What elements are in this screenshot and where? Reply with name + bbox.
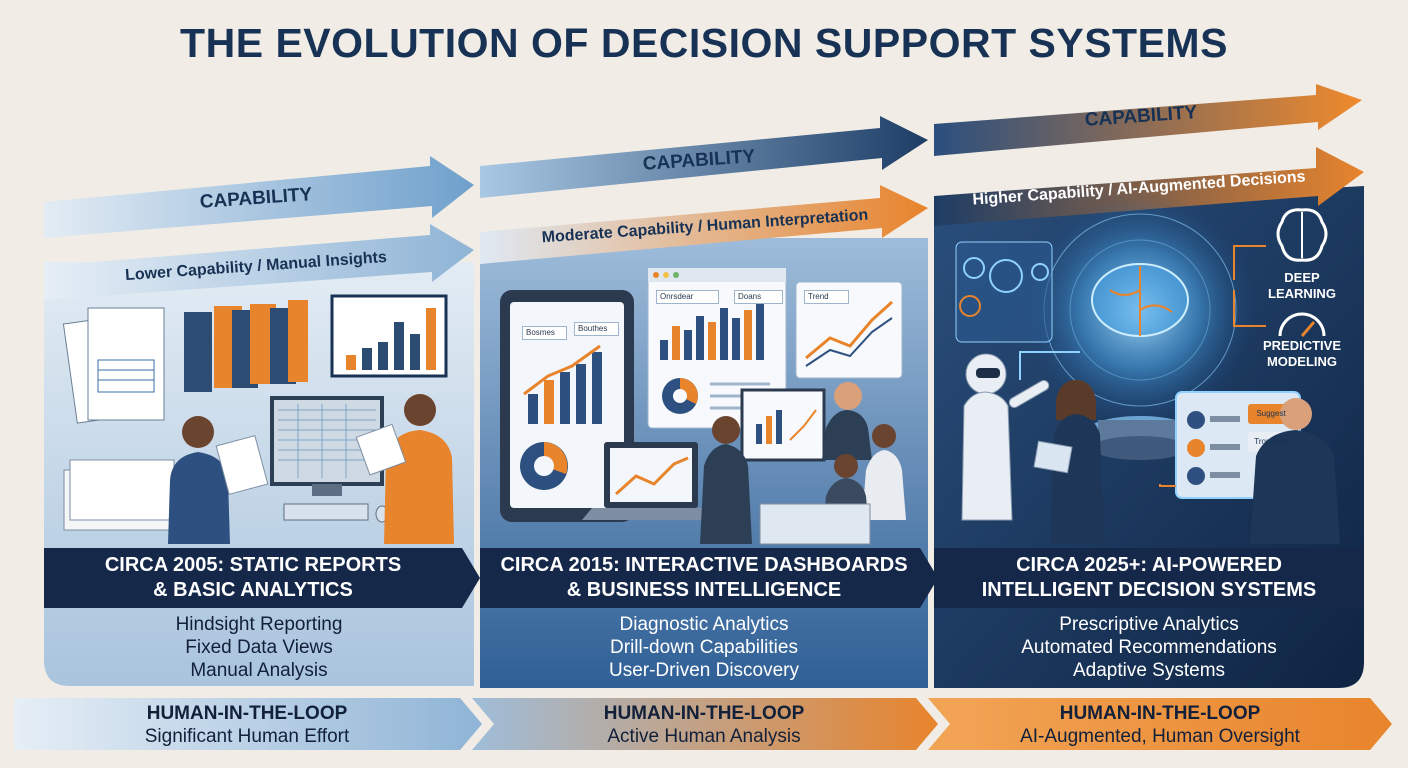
era-2005-features: Hindsight Reporting Fixed Data Views Man… [44,613,474,682]
capability-arrow-2005 [44,156,474,238]
heading-banner-2015 [480,548,938,608]
feature-item: Manual Analysis [190,660,328,681]
era-2025-heading: CIRCA 2025+: AI-POWERED INTELLIGENT DECI… [934,548,1364,608]
feature-item: Diagnostic Analytics [619,614,789,635]
predictive-modeling-label: PREDICTIVE MODELING [1262,338,1341,369]
widget-label-3: Trend [804,290,849,304]
feature-item: Adaptive Systems [1072,660,1226,681]
feature-item: Automated Recommendations [1021,637,1277,658]
heading-banner-2025 [934,548,1364,608]
loop-2005: HUMAN-IN-THE-LOOP Significant Human Effo… [14,702,480,748]
page-title: THE EVOLUTION OF DECISION SUPPORT SYSTEM… [180,20,1228,66]
era-2015-heading-line2: & BUSINESS INTELLIGENCE [566,579,842,601]
level-arrow-2005 [44,224,474,300]
era-2005-heading-line1: CIRCA 2005: STATIC REPORTS [104,554,402,576]
feature-item: Hindsight Reporting [175,614,343,635]
era-2025-heading-line1: CIRCA 2025+: AI-POWERED [1016,554,1282,576]
loop-arrow-2005 [14,698,482,750]
era-2015-heading: CIRCA 2015: INTERACTIVE DASHBOARDS & BUS… [480,548,928,608]
loop-description: AI-Augmented, Human Oversight [1020,726,1300,747]
era-2025-features: Prescriptive Analytics Automated Recomme… [934,613,1364,682]
heading-banner-2005 [44,548,480,608]
capability-arrow-2025 [934,84,1362,156]
widget-label-5: Bouthes [574,322,619,336]
suggest-button[interactable]: Suggest [1256,409,1286,418]
capability-arrow-2015 [480,116,928,198]
feature-item: Drill-down Capabilities [610,637,798,658]
deep-learning-label: DEEP LEARNING [1268,270,1336,301]
loop-description: Significant Human Effort [144,726,350,747]
era-2015-features: Diagnostic Analytics Drill-down Capabili… [480,613,928,682]
loop-arrow-2025 [928,698,1392,750]
era-2015-heading-line1: CIRCA 2015: INTERACTIVE DASHBOARDS [500,554,908,576]
feature-item: User-Driven Discovery [608,660,800,681]
era-2005-illustration [62,294,454,544]
loop-title: HUMAN-IN-THE-LOOP [603,703,805,724]
loop-2015: HUMAN-IN-THE-LOOP Active Human Analysis [482,702,926,748]
era-2025-illustration [955,192,1340,544]
feature-item: Fixed Data Views [185,637,333,658]
widget-label-2: Doans [734,290,783,304]
era-2005-heading-line2: & BASIC ANALYTICS [153,579,353,601]
loop-arrow-2015 [472,698,938,750]
loop-2025: HUMAN-IN-THE-LOOP AI-Augmented, Human Ov… [938,702,1382,748]
era-2005-heading: CIRCA 2005: STATIC REPORTS & BASIC ANALY… [44,548,462,608]
troppeca-button[interactable]: Troppeca [1254,437,1288,446]
loop-title: HUMAN-IN-THE-LOOP [146,703,348,724]
widget-label-4: Bosmes [522,326,567,340]
feature-item: Prescriptive Analytics [1059,614,1239,635]
level-arrow-2015 [480,185,928,264]
level-arrow-2025 [934,147,1364,226]
era-2015-illustration [500,267,906,545]
loop-description: Active Human Analysis [607,726,801,747]
loop-title: HUMAN-IN-THE-LOOP [1059,703,1261,724]
widget-label-1: Onrsdear [656,290,719,304]
era-2025-heading-line2: INTELLIGENT DECISION SYSTEMS [981,579,1317,601]
